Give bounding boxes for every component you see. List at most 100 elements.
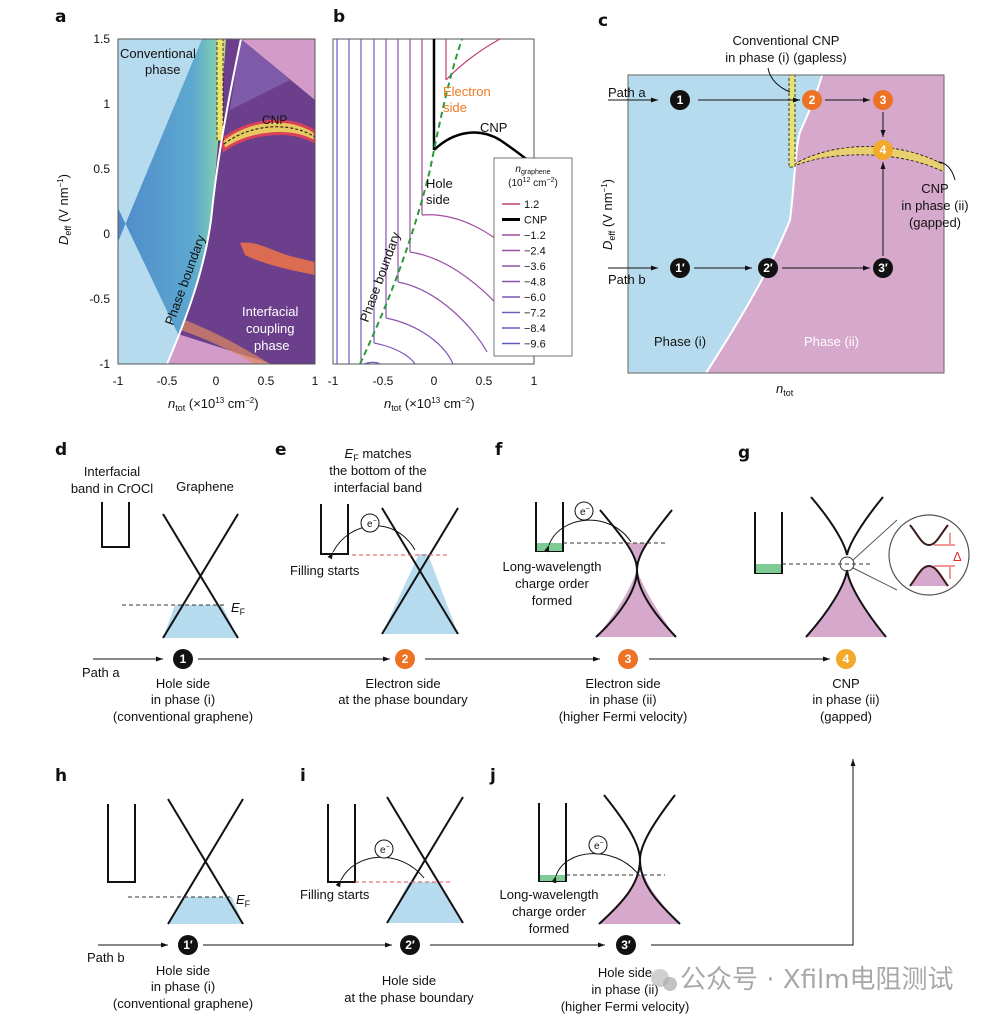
electron-label: e− bbox=[380, 844, 390, 856]
legend-title: ngraphene bbox=[515, 164, 550, 176]
hole-fill bbox=[596, 570, 676, 637]
caption-1p: Hole side bbox=[156, 963, 210, 978]
node-4-c: 4 bbox=[873, 140, 893, 160]
label-phase-ii: Phase (ii) bbox=[804, 334, 859, 349]
title-ef-matches-2: the bottom of the bbox=[329, 463, 427, 478]
caption-1: in phase (i) bbox=[151, 692, 215, 707]
xtick-b: -0.5 bbox=[373, 374, 394, 388]
caption-4: (gapped) bbox=[820, 709, 872, 724]
gap-lower-fill bbox=[910, 566, 948, 586]
label-hole-side-2: side bbox=[426, 192, 450, 207]
xtick-b: 0 bbox=[431, 374, 438, 388]
path-b-timeline: Path b 1′ 2′ 3′ Hole side in phase (i) (… bbox=[87, 759, 856, 1014]
ylabel-a: Deff (V nm−1) bbox=[56, 174, 73, 245]
label-ef-d: EF bbox=[231, 600, 246, 617]
arrow-to-node-4 bbox=[651, 759, 856, 946]
label-ef-h: EF bbox=[236, 892, 251, 909]
xlabel-c: ntot bbox=[776, 381, 794, 398]
hot-feature-bottom bbox=[180, 320, 270, 364]
zoom-line bbox=[852, 567, 898, 591]
label-phase: phase bbox=[254, 338, 289, 353]
node-2p: 2′ bbox=[400, 935, 420, 955]
filled-band bbox=[540, 875, 565, 881]
contour-line bbox=[397, 281, 488, 353]
interfacial-band-well bbox=[107, 804, 136, 883]
node-1: 1 bbox=[173, 649, 193, 669]
legend-label: −4.8 bbox=[524, 277, 546, 289]
hot-feature-lower bbox=[240, 242, 315, 275]
contour-line bbox=[363, 361, 381, 364]
panel-j: j e− Long-wavelength charge order formed bbox=[489, 766, 681, 936]
plot-frame-a bbox=[117, 38, 316, 365]
label-phase-i: Phase (i) bbox=[654, 334, 706, 349]
watermark-text: 公众号 · Xfilm电阻测试 bbox=[680, 965, 954, 995]
filled-band bbox=[756, 564, 781, 573]
label-hole-side: Hole bbox=[426, 176, 453, 191]
dirac-cone-line bbox=[167, 798, 244, 925]
svg-text:2: 2 bbox=[809, 93, 816, 107]
electron-icon bbox=[360, 513, 380, 533]
caption-1p: (conventional graphene) bbox=[113, 996, 253, 1011]
caption-2p: at the phase boundary bbox=[344, 990, 474, 1005]
xtick-b: 1 bbox=[531, 374, 538, 388]
svg-text:1′: 1′ bbox=[183, 938, 193, 952]
zoom-circle-gap bbox=[888, 514, 970, 596]
watermark: 公众号 · Xfilm电阻测试 bbox=[651, 965, 954, 995]
xtick-a: 0 bbox=[213, 374, 220, 388]
cnp-dashed-line bbox=[223, 126, 315, 145]
xlabel-a: ntot (×1013 cm−2) bbox=[168, 396, 259, 413]
legend-label: −2.4 bbox=[524, 246, 546, 258]
legend-label: −9.6 bbox=[524, 339, 546, 351]
phase-boundary-dashed bbox=[359, 39, 463, 364]
label-cnp-a: CNP bbox=[262, 113, 287, 127]
panel-letter-g: g bbox=[738, 443, 750, 463]
label-path-a: Path a bbox=[608, 85, 646, 100]
legend-unit: (1012 cm−2) bbox=[508, 177, 558, 189]
path-a-timeline: Path a 1 2 3 4 Hole side in phase (i) (c… bbox=[82, 649, 880, 724]
title-graphene: Graphene bbox=[176, 479, 234, 494]
caption-3: (higher Fermi velocity) bbox=[559, 709, 688, 724]
caption-4: in phase (ii) bbox=[812, 692, 879, 707]
caption-2p: Hole side bbox=[382, 973, 436, 988]
interfacial-band-well bbox=[754, 512, 783, 574]
node-2-c: 2 bbox=[802, 90, 822, 110]
gap-lower-band bbox=[909, 564, 949, 587]
title-ef-matches-3: interfacial band bbox=[334, 480, 422, 495]
label-electron-side-2: side bbox=[443, 100, 467, 115]
cnp-band-gapped bbox=[788, 146, 944, 173]
legend-box bbox=[493, 157, 573, 357]
caption-1: (conventional graphene) bbox=[113, 709, 253, 724]
legend-label: CNP bbox=[524, 215, 547, 227]
cnp-band-gapless bbox=[788, 75, 796, 168]
caption-3: Electron side bbox=[585, 676, 660, 691]
xtick-a: -0.5 bbox=[157, 374, 178, 388]
plot-frame-c bbox=[627, 74, 945, 374]
panel-a: a Conventional phase CNP Phase boundar bbox=[55, 7, 319, 413]
annotation-cnp-gapped-2: in phase (ii) bbox=[901, 198, 968, 213]
contour-line bbox=[385, 317, 454, 364]
label-electron-side: Electron bbox=[443, 84, 491, 99]
legend-label: −6.0 bbox=[524, 292, 546, 304]
wechat-icon-2 bbox=[663, 977, 677, 991]
hole-fill bbox=[168, 897, 243, 924]
panel-b: b Electron side CNP Ho bbox=[328, 7, 573, 413]
svg-text:2′: 2′ bbox=[405, 938, 415, 952]
ytick-a: 1.5 bbox=[93, 32, 110, 46]
label-cnp-b: CNP bbox=[480, 120, 507, 135]
xtick-b: -1 bbox=[328, 374, 339, 388]
label-charge-order: charge order bbox=[512, 904, 586, 919]
lower-cone-curve bbox=[805, 569, 887, 638]
svg-text:4: 4 bbox=[880, 143, 887, 157]
zoom-circle-small bbox=[839, 556, 855, 572]
electron-icon bbox=[574, 501, 594, 521]
electron-label: e− bbox=[580, 506, 590, 518]
svg-text:1′: 1′ bbox=[675, 261, 685, 275]
node-3p-c: 3′ bbox=[873, 258, 893, 278]
ylabel-c: Deff (V nm−1) bbox=[600, 179, 617, 250]
panel-letter-i: i bbox=[300, 766, 306, 786]
caption-1p: in phase (i) bbox=[151, 979, 215, 994]
label-interfacial: Interfacial bbox=[242, 304, 298, 319]
dirac-cone-line bbox=[386, 796, 464, 924]
panel-letter-h: h bbox=[55, 766, 67, 786]
